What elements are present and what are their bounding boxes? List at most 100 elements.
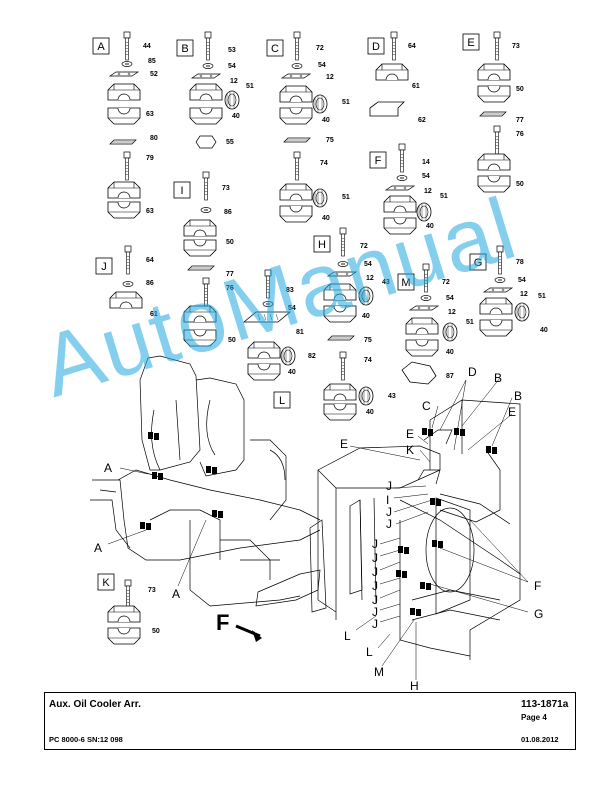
callout-h: H xyxy=(410,679,419,690)
svg-text:51: 51 xyxy=(466,319,474,326)
callout-j: J xyxy=(386,505,392,519)
svg-text:40: 40 xyxy=(362,313,370,320)
drawing-title: Aux. Oil Cooler Arr. xyxy=(49,699,141,710)
page-number: Page 4 xyxy=(521,713,547,722)
part-85: 85 xyxy=(148,58,156,65)
svg-text:64: 64 xyxy=(146,257,154,264)
svg-text:43: 43 xyxy=(382,279,390,286)
callout-j: J xyxy=(386,517,392,531)
svg-text:55: 55 xyxy=(226,139,234,146)
callout-l: L xyxy=(344,629,351,643)
svg-text:72: 72 xyxy=(360,243,368,250)
svg-text:43: 43 xyxy=(388,393,396,400)
svg-text:40: 40 xyxy=(426,223,434,230)
group-k: K 73 50 xyxy=(97,573,160,645)
svg-text:14: 14 xyxy=(422,159,430,166)
svg-text:51: 51 xyxy=(538,293,546,300)
title-block: Aux. Oil Cooler Arr. 113-1871a Page 4 PC… xyxy=(44,692,576,750)
svg-text:40: 40 xyxy=(288,369,296,376)
callout-j: J xyxy=(372,551,378,565)
svg-text:74: 74 xyxy=(364,357,372,364)
svg-text:12: 12 xyxy=(230,78,238,85)
callout-m: M xyxy=(374,665,384,679)
group-g: G 78 54 12 51 40 xyxy=(469,245,548,337)
svg-text:64: 64 xyxy=(408,43,416,50)
svg-text:L: L xyxy=(279,395,285,407)
svg-text:40: 40 xyxy=(322,215,330,222)
callout-i: I xyxy=(386,493,389,507)
svg-text:M: M xyxy=(401,277,410,289)
svg-text:74: 74 xyxy=(320,160,328,167)
view-arrow: F xyxy=(216,610,262,642)
svg-text:72: 72 xyxy=(316,45,324,52)
svg-text:12: 12 xyxy=(424,188,432,195)
svg-text:73: 73 xyxy=(148,587,156,594)
svg-text:40: 40 xyxy=(446,349,454,356)
svg-text:77: 77 xyxy=(516,117,524,124)
callout-j: J xyxy=(372,605,378,619)
group-i: I 73 86 50 77 76 50 xyxy=(173,171,236,347)
callout-j: J xyxy=(372,593,378,607)
svg-text:73: 73 xyxy=(512,43,520,50)
svg-text:F: F xyxy=(375,155,382,167)
group-h: H 72 54 12 43 40 75 74 43 40 xyxy=(313,227,396,421)
group-a: A 44 85 52 63 80 79 63 xyxy=(92,31,158,219)
svg-text:51: 51 xyxy=(342,194,350,201)
callout-e: E xyxy=(508,405,516,419)
svg-text:77: 77 xyxy=(226,271,234,278)
group-l: L 83 54 81 82 40 xyxy=(242,269,316,409)
group-b: B 53 54 12 51 40 55 xyxy=(176,31,254,149)
callout-j: J xyxy=(372,579,378,593)
callout-g: G xyxy=(534,607,543,621)
svg-text:61: 61 xyxy=(412,83,420,90)
svg-text:73: 73 xyxy=(222,185,230,192)
part-52: 52 xyxy=(150,71,158,78)
svg-text:12: 12 xyxy=(326,74,334,81)
left-frame-assembly xyxy=(90,355,321,607)
assembly-drawing: A 44 85 52 63 80 79 63 B 53 54 xyxy=(90,31,548,690)
callout-j: J xyxy=(372,537,378,551)
svg-text:12: 12 xyxy=(520,291,528,298)
group-e: E 73 50 77 76 50 xyxy=(462,31,524,193)
svg-text:K: K xyxy=(102,577,110,589)
svg-text:86: 86 xyxy=(146,280,154,287)
callout-d: D xyxy=(468,365,477,379)
svg-text:87: 87 xyxy=(446,373,454,380)
svg-text:54: 54 xyxy=(446,295,454,302)
issue-date: 01.08.2012 xyxy=(521,735,559,744)
group-c: C 72 54 12 51 40 75 74 51 40 xyxy=(266,31,350,223)
svg-text:G: G xyxy=(474,257,483,269)
svg-text:40: 40 xyxy=(322,117,330,124)
view-arrow-letter: F xyxy=(216,610,229,635)
part-44: 44 xyxy=(143,43,151,50)
svg-text:72: 72 xyxy=(442,279,450,286)
svg-text:50: 50 xyxy=(516,86,524,93)
svg-text:54: 54 xyxy=(318,62,326,69)
svg-text:I: I xyxy=(180,185,183,197)
callout-letters: A A A C D B B E E K E J I J J J J J J J … xyxy=(94,365,543,690)
svg-text:40: 40 xyxy=(366,409,374,416)
callout-a: A xyxy=(104,461,112,475)
group-d: D 64 61 62 xyxy=(367,31,426,124)
svg-text:54: 54 xyxy=(364,261,372,268)
svg-text:J: J xyxy=(101,261,107,273)
svg-text:12: 12 xyxy=(448,309,456,316)
svg-text:40: 40 xyxy=(540,327,548,334)
svg-text:50: 50 xyxy=(516,181,524,188)
group-f: F 14 54 12 51 40 xyxy=(369,143,448,235)
group-m: M 72 54 12 51 40 87 xyxy=(397,263,474,385)
svg-text:H: H xyxy=(318,239,326,251)
model-serial: PC 8000-6 SN:12 098 xyxy=(49,735,123,744)
callout-j: J xyxy=(372,617,378,631)
svg-text:83: 83 xyxy=(286,287,294,294)
callout-a: A xyxy=(172,587,180,601)
svg-text:78: 78 xyxy=(516,259,524,266)
svg-text:B: B xyxy=(181,43,188,55)
svg-text:51: 51 xyxy=(246,83,254,90)
callout-l: L xyxy=(366,645,373,659)
drawing-number: 113-1871a xyxy=(521,699,569,710)
svg-text:50: 50 xyxy=(226,239,234,246)
svg-text:40: 40 xyxy=(232,113,240,120)
svg-text:54: 54 xyxy=(422,173,430,180)
callout-c: C xyxy=(422,399,431,413)
